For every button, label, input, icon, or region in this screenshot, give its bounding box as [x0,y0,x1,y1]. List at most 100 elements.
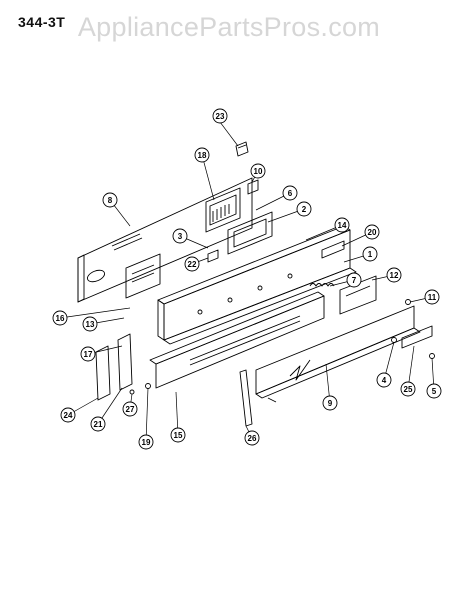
part-control-housing [157,225,357,345]
callout-circle [122,401,138,417]
callout-circle [80,346,96,362]
callout-21: 21 [90,416,106,432]
callout-number: 21 [94,420,103,429]
part-side-bracket [339,275,377,315]
part-end-cap-left [95,333,133,401]
part-clip [207,249,219,263]
callout-number: 2 [302,205,307,214]
callout-circle [138,434,154,450]
callout-circle [60,407,76,423]
callout-number: 26 [248,434,257,443]
callout-circle [250,163,266,179]
callout-number: 12 [390,271,399,280]
callout-circle [52,310,68,326]
callout-number: 17 [84,350,93,359]
callout-circle [400,381,416,397]
part-switch-top [235,141,249,157]
callout-24: 24 [60,407,76,423]
part-vent-strip [149,291,325,389]
callout-5: 5 [426,383,442,399]
part-trim-strip [239,369,253,427]
callout-number: 5 [432,387,437,396]
callout-3: 3 [172,228,188,244]
callout-circle [386,267,402,283]
callout-12: 12 [386,267,402,283]
callout-number: 1 [368,250,373,259]
callout-circle [362,246,378,262]
callout-2: 2 [296,201,312,217]
callout-number: 3 [178,232,183,241]
callout-8: 8 [102,192,118,208]
part-clock-frame [227,211,273,255]
callout-13: 13 [82,316,98,332]
callout-23: 23 [212,108,228,124]
callout-6: 6 [282,185,298,201]
callout-number: 13 [86,320,95,329]
callout-circle [170,427,186,443]
callout-number: 15 [174,431,183,440]
part-bracket [247,179,259,195]
callout-number: 9 [328,399,333,408]
callout-number: 22 [188,260,197,269]
callout-9: 9 [322,395,338,411]
callout-circle [346,272,362,288]
callout-number: 20 [368,228,377,237]
callout-circle [282,185,298,201]
callout-number: 6 [288,189,293,198]
part-terminal-block [321,240,345,259]
callout-14: 14 [334,217,350,233]
callout-circle [426,383,442,399]
part-nameplate [401,325,433,349]
callout-number: 16 [56,314,65,323]
callout-4: 4 [376,372,392,388]
callout-number: 8 [108,196,113,205]
callout-circle [82,316,98,332]
callout-number: 14 [338,221,347,230]
callout-25: 25 [400,381,416,397]
callout-27: 27 [122,401,138,417]
callout-number: 11 [428,293,437,302]
part-hardware [129,299,435,403]
callout-circle [244,430,260,446]
callout-number: 19 [142,438,151,447]
part-rear-panel [77,177,253,303]
callout-number: 23 [216,112,225,121]
callout-26: 26 [244,430,260,446]
callout-22: 22 [184,256,200,272]
callout-circle [364,224,380,240]
callout-7: 7 [346,272,362,288]
callout-number: 27 [126,405,135,414]
callout-20: 20 [364,224,380,240]
part-front-panel [255,305,421,399]
callout-10: 10 [250,163,266,179]
callout-circle [194,147,210,163]
callout-circle [376,372,392,388]
callout-circle [102,192,118,208]
callout-circle [212,108,228,124]
callout-number: 10 [254,167,263,176]
callout-circle [172,228,188,244]
part-clock [205,187,241,233]
callout-15: 15 [170,427,186,443]
diagram-title: 344-3T [18,14,66,30]
callout-number: 24 [64,411,73,420]
callout-number: 25 [404,385,413,394]
callout-number: 4 [382,376,387,385]
callout-17: 17 [80,346,96,362]
callout-circle [296,201,312,217]
callout-circle [334,217,350,233]
callout-18: 18 [194,147,210,163]
leader-lines [59,121,435,443]
callout-19: 19 [138,434,154,450]
callout-16: 16 [52,310,68,326]
callout-circle [90,416,106,432]
callout-circle [424,289,440,305]
callout-number: 18 [198,151,207,160]
callout-circle [184,256,200,272]
part-spring [309,283,335,287]
callout-11: 11 [424,289,440,305]
callout-number: 7 [352,276,357,285]
callout-1: 1 [362,246,378,262]
